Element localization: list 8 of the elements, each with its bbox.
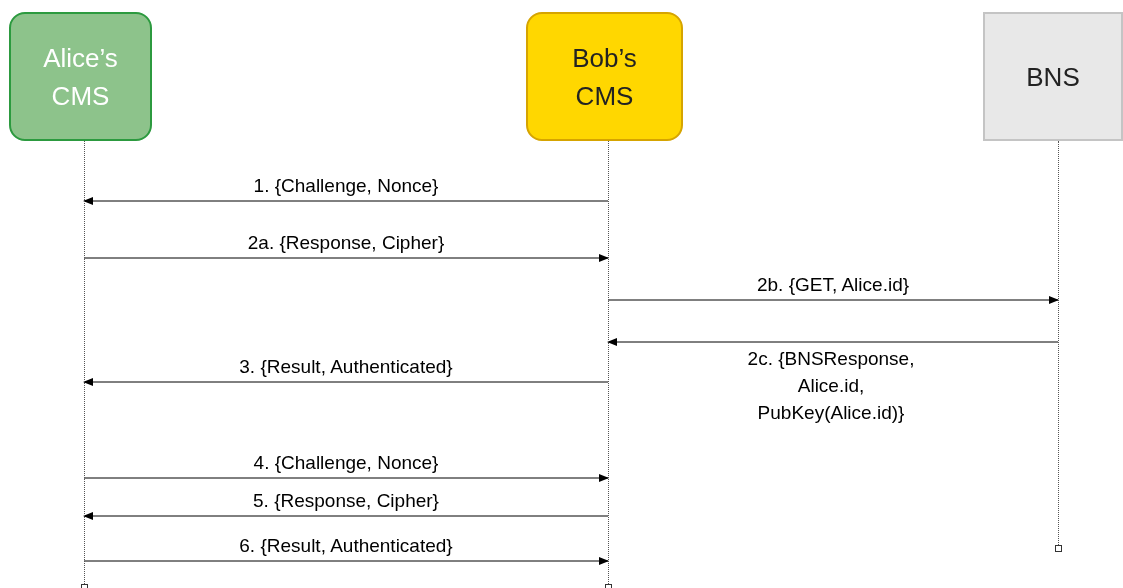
message-arrow bbox=[83, 557, 609, 565]
message-arrow bbox=[83, 254, 609, 262]
message-arrow bbox=[607, 296, 1059, 304]
message-arrow bbox=[83, 512, 609, 520]
message-arrow bbox=[607, 338, 1059, 346]
message-arrow bbox=[83, 378, 609, 386]
message-arrow bbox=[83, 197, 609, 205]
message-arrow bbox=[83, 474, 609, 482]
